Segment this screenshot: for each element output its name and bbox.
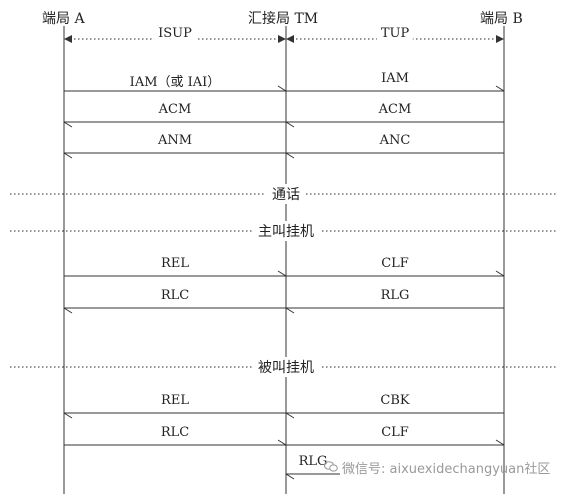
lifelines [63,26,505,494]
right-message-arrowhead-1 [285,121,295,128]
right-message-label-6: CLF [381,425,409,440]
isup-arrow-left [64,35,72,43]
left-message-arrowhead-4 [63,307,73,314]
right-message-label-2: ANC [379,133,411,148]
left-message-label-2: ANM [157,133,193,148]
right-message-label-0: IAM [381,71,409,86]
right-message-arrowhead-7 [285,473,295,480]
node-a-label: 端局 A [42,11,85,27]
right-message-arrowhead-4 [285,307,295,314]
right-message-arrowhead-2 [285,152,295,159]
phase-dividers [10,193,556,368]
phase-talk-label: 通话 [266,184,306,204]
watermark: 微信号: aixuexidechangyuan社区 [342,462,551,477]
message-arrows [63,85,505,480]
node-b-label: 端局 B [480,11,523,27]
right-message-label-5: CBK [380,393,410,408]
right-message-arrowhead-6 [495,439,505,446]
right-message-arrowhead-3 [495,270,505,277]
left-message-label-4: RLC [160,288,190,303]
right-message-arrowhead-5 [285,412,295,419]
left-message-arrowhead-2 [63,152,73,159]
phase-caller-hangup-label: 主叫挂机 [252,221,320,241]
isup-label: ISUP [154,26,196,41]
protocol-spans [64,35,504,43]
right-message-arrowhead-0 [495,85,505,92]
left-message-label-5: REL [161,393,189,408]
left-message-label-0: IAM（或 IAI） [129,75,221,90]
left-message-arrowhead-1 [63,121,73,128]
phase-callee-hangup-label: 被叫挂机 [252,357,320,377]
isup-arrow-right [278,35,286,43]
right-message-label-1: ACM [378,102,412,117]
tup-arrow-right [496,35,504,43]
tup-label: TUP [376,26,414,41]
left-message-label-3: REL [161,256,189,271]
left-message-arrowhead-5 [63,412,73,419]
right-message-label-4: RLG [380,288,410,303]
left-message-arrowhead-6 [277,439,287,446]
node-tm-label: 汇接局 TM [248,11,319,27]
left-message-arrowhead-3 [277,270,287,277]
wechat-icon [324,461,338,472]
left-message-label-6: RLC [160,425,190,440]
left-message-label-1: ACM [158,102,192,117]
right-message-label-7: RLG [298,454,328,469]
tup-arrow-left [286,35,294,43]
right-message-label-3: CLF [381,256,409,271]
left-message-arrowhead-0 [277,85,287,92]
